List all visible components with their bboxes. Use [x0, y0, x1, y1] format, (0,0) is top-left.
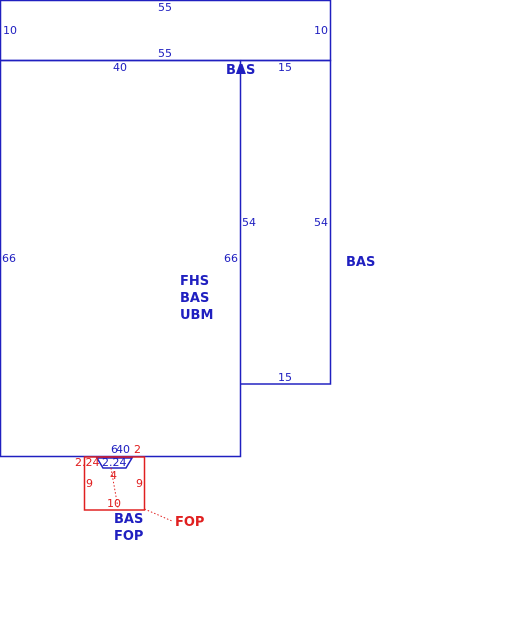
- dim-porch-inner: 4: [110, 469, 117, 482]
- main-area-label-3: UBM: [180, 308, 213, 323]
- porch-rect: [83, 456, 146, 511]
- callout-lines: [110, 467, 173, 522]
- porch-area-label-1: BAS: [114, 512, 143, 527]
- dim-top-strip-right: 10: [314, 24, 328, 37]
- dim-fop-left: 9: [86, 477, 93, 490]
- entry-step-outline: [95, 457, 134, 469]
- dim-right-wing-left: 54: [242, 216, 256, 229]
- dim-fop-right: 9: [136, 477, 143, 490]
- right-area-label: BAS: [346, 255, 375, 270]
- dim-porch-top-a: 6: [111, 443, 118, 456]
- dim-main-left: 66: [2, 252, 16, 265]
- top-area-label: BAS: [226, 63, 255, 78]
- main-area-rect: [0, 59, 242, 458]
- main-area-label-2: BAS: [180, 291, 209, 306]
- dim-main-top: 40: [113, 61, 127, 74]
- dim-main-right: 66: [224, 252, 238, 265]
- dim-fop-bottom: 10: [107, 497, 121, 510]
- porch-area-label-2: FOP: [114, 529, 143, 544]
- divider-arrow-icon: [236, 62, 245, 74]
- porch-callout-label: FOP: [175, 515, 204, 530]
- dim-right-wing-top: 15: [278, 61, 292, 74]
- dim-porch-left: 2.24: [75, 456, 100, 469]
- area-labels: BAS BAS FHS BAS UBM BAS FOP: [114, 63, 375, 544]
- porch-outline: [83, 456, 146, 511]
- main-area-label-1: FHS: [180, 274, 209, 289]
- red-dimension-labels: 2 2.24 4 9 9 10: [75, 443, 143, 510]
- dim-porch-mid: 2.24: [102, 456, 127, 469]
- dim-top-strip-bottom: 55: [158, 47, 172, 60]
- fop-callout-line: [144, 508, 173, 522]
- dim-top-strip-top: 55: [158, 1, 172, 14]
- dim-right-wing-right: 54: [314, 216, 328, 229]
- right-wing-outline: [240, 59, 332, 385]
- dim-porch-top-c: 2: [134, 443, 141, 456]
- blue-dimension-labels: 55 10 10 55 40 15 54 54 66 66 15 6 40 2.…: [2, 1, 328, 469]
- dim-top-strip-left: 10: [3, 24, 17, 37]
- dim-right-wing-bottom: 15: [278, 371, 292, 384]
- dim-porch-top-b: 40: [116, 443, 130, 456]
